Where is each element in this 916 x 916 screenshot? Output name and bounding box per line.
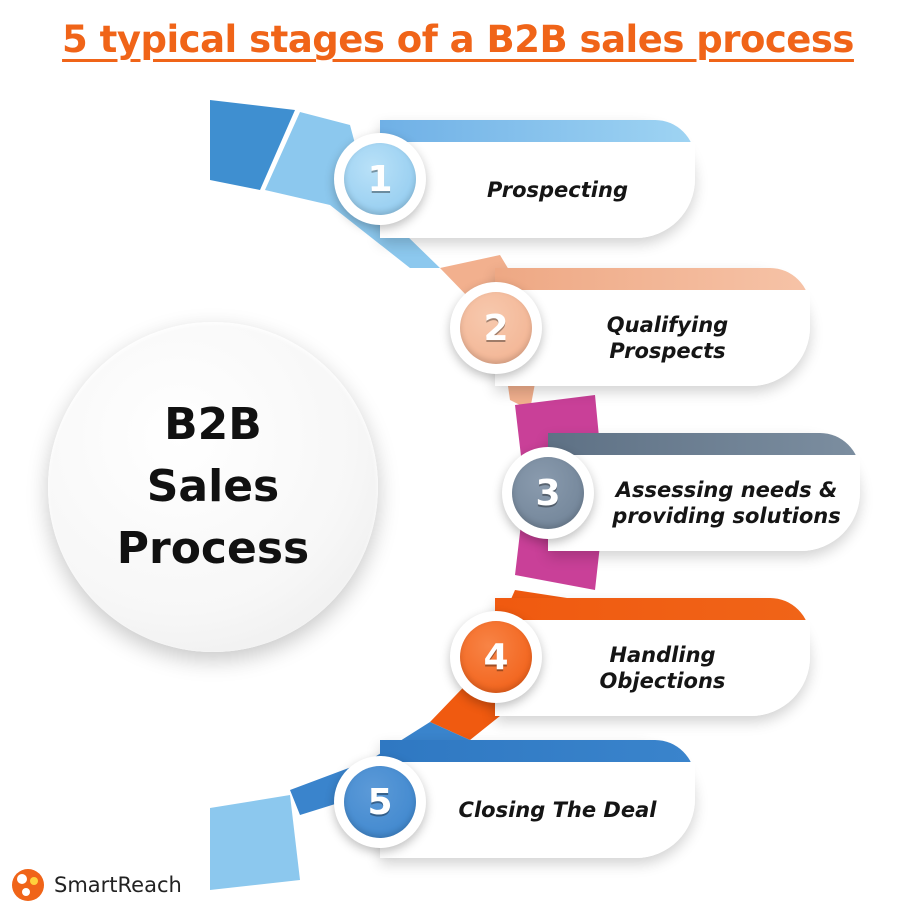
stage-2-label: Qualifying Prospects xyxy=(555,290,780,386)
stage-1-badge: 1 xyxy=(334,133,426,225)
stage-2-disc: 2 xyxy=(460,292,532,364)
stage-1-label: Prospecting xyxy=(440,142,675,238)
central-hub: B2B Sales Process xyxy=(48,322,378,652)
stage-1-label-line-1: Prospecting xyxy=(487,178,628,202)
stage-1-disc: 1 xyxy=(344,143,416,215)
stage-3-card: Assessing needs & providing solutions xyxy=(548,433,860,551)
arc-segment-5-light xyxy=(210,795,300,890)
stage-3-label: Assessing needs & providing solutions xyxy=(603,455,850,551)
stage-4-badge: 4 xyxy=(450,611,542,703)
stage-1-card: Prospecting xyxy=(380,120,695,238)
stage-5-disc: 5 xyxy=(344,766,416,838)
smartreach-logo-icon xyxy=(12,869,44,901)
hub-line-1: B2B xyxy=(164,399,262,450)
stage-5-label: Closing The Deal xyxy=(440,762,675,858)
stage-3-body xyxy=(548,455,860,551)
stage-2-label-line-1: Qualifying xyxy=(606,313,729,337)
stage-4-label-line-2: Objections xyxy=(599,669,726,693)
hub-label: B2B Sales Process xyxy=(117,394,309,580)
stage-5-card: Closing The Deal xyxy=(380,740,695,858)
stage-2-badge: 2 xyxy=(450,282,542,374)
stage-4-body xyxy=(495,620,810,716)
stage-2-body xyxy=(495,290,810,386)
hub-line-2: Sales xyxy=(146,461,280,512)
smartreach-logo: SmartReach xyxy=(10,862,182,908)
stage-2-number: 2 xyxy=(483,307,509,349)
stage-3-number: 3 xyxy=(535,472,561,514)
stage-4-number: 4 xyxy=(483,636,509,678)
stage-5-badge: 5 xyxy=(334,756,426,848)
stage-5-body xyxy=(380,762,695,858)
hub-line-3: Process xyxy=(116,523,310,574)
stage-4-label-line-1: Handling xyxy=(609,643,716,667)
stage-2-label-line-2: Prospects xyxy=(609,339,726,363)
stage-3-disc: 3 xyxy=(512,457,584,529)
stage-4-disc: 4 xyxy=(460,621,532,693)
stage-3-label-line-1: Assessing needs & xyxy=(615,478,838,502)
page-title: 5 typical stages of a B2B sales process xyxy=(62,18,854,61)
stage-4-card: Handling Objections xyxy=(495,598,810,716)
stage-5-number: 5 xyxy=(367,781,393,823)
stage-2-card: Qualifying Prospects xyxy=(495,268,810,386)
stage-3-label-line-2: providing solutions xyxy=(612,504,841,528)
stage-1-body xyxy=(380,142,695,238)
brand-name: SmartReach xyxy=(54,873,182,897)
stage-1-number: 1 xyxy=(367,158,393,200)
stage-5-label-line-1: Closing The Deal xyxy=(458,798,657,822)
arc-segment-1-dark xyxy=(210,100,295,190)
stage-4-label: Handling Objections xyxy=(555,620,770,716)
stage-3-badge: 3 xyxy=(502,447,594,539)
